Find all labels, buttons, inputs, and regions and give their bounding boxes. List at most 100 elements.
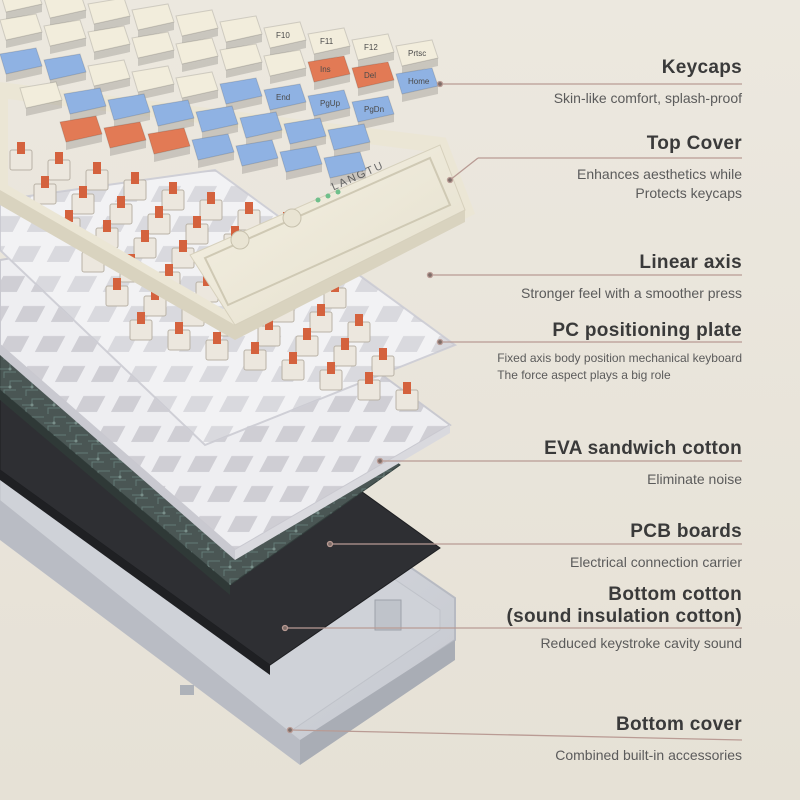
keycap: F11	[307, 27, 351, 62]
key-legend: PgDn	[364, 105, 384, 114]
switch	[129, 312, 153, 341]
switch	[47, 152, 71, 181]
callout-eva-cotton: EVA sandwich cotton Eliminate noise	[544, 438, 742, 489]
keycap	[0, 13, 43, 48]
callout-desc: Reduced keystroke cavity sound	[540, 635, 742, 651]
keycap: Del	[351, 61, 395, 96]
keycap	[43, 53, 87, 88]
keycap	[191, 133, 235, 168]
keycap: End	[263, 83, 307, 118]
callout-title: PC positioning plate	[552, 320, 742, 341]
callout-title: PCB boards	[630, 521, 742, 542]
callout-title: Bottom cotton	[608, 584, 742, 605]
keycap	[59, 115, 103, 150]
callout-desc: Skin-like comfort, splash-proof	[553, 90, 742, 106]
switch	[357, 372, 381, 401]
keycap: Ins	[307, 55, 351, 90]
keycap	[87, 59, 131, 94]
callout-desc: The force aspect plays a big role	[497, 368, 671, 382]
keycap	[239, 111, 283, 146]
keycap	[219, 15, 263, 50]
switch	[309, 304, 333, 333]
key-legend: F10	[276, 31, 290, 40]
switch	[257, 318, 281, 347]
callout-title: Top Cover	[646, 133, 742, 154]
keycap: PgUp	[307, 89, 351, 124]
callout-desc: Stronger feel with a smoother press	[521, 285, 742, 301]
keycap	[235, 139, 279, 174]
callout-desc: Eliminate noise	[647, 471, 742, 487]
callout-top-cover: Top Cover Enhances aesthetics while Prot…	[577, 133, 742, 203]
callout-keycaps: Keycaps Skin-like comfort, splash-proof	[554, 57, 742, 108]
keycap	[103, 121, 147, 156]
keycap	[87, 25, 131, 60]
leader-lines	[281, 80, 743, 741]
callout-title: EVA sandwich cotton	[544, 438, 742, 459]
callout-title: Linear axis	[639, 252, 742, 273]
callout-title: Keycaps	[661, 57, 742, 78]
switch	[205, 332, 229, 361]
switch	[109, 196, 133, 225]
keycap	[279, 145, 323, 180]
keycap: Prtsc	[395, 39, 439, 74]
switch	[85, 162, 109, 191]
callout-linear-axis: Linear axis Stronger feel with a smoothe…	[521, 252, 742, 303]
callout-desc: Protects keycaps	[635, 185, 742, 201]
keycap	[131, 31, 175, 66]
switch	[199, 192, 223, 221]
key-legend: F11	[320, 37, 334, 46]
switch	[133, 230, 157, 259]
key-legend: Del	[364, 71, 376, 80]
keycap: PgDn	[351, 95, 395, 130]
key-legend: Home	[408, 77, 430, 86]
key-legend: PgUp	[320, 99, 341, 108]
keycap	[195, 105, 239, 140]
switch	[147, 206, 171, 235]
keycap	[175, 37, 219, 72]
callout-pcb: PCB boards Electrical connection carrier	[570, 521, 742, 572]
callout-bottom-cotton: Bottom cotton (sound insulation cotton) …	[507, 584, 742, 653]
callout-title: Bottom cover	[615, 714, 742, 735]
keycap	[147, 127, 191, 162]
keycap: F10	[263, 21, 307, 56]
keycap	[44, 0, 87, 26]
switch	[295, 328, 319, 357]
keycap	[219, 43, 263, 78]
keycap	[63, 87, 107, 122]
callout-bottom-cover: Bottom cover Combined built-in accessori…	[555, 714, 742, 765]
switch	[319, 362, 343, 391]
keycap	[0, 47, 43, 82]
keycap	[87, 0, 131, 32]
keycap	[219, 77, 263, 112]
keycap: F12	[351, 33, 395, 68]
keycap	[323, 151, 367, 186]
switch	[9, 142, 33, 171]
switch	[33, 176, 57, 205]
keycap	[107, 93, 151, 128]
keycap	[1, 0, 43, 20]
keycap	[263, 49, 307, 84]
keycap	[283, 117, 327, 152]
callout-desc: Fixed axis body position mechanical keyb…	[497, 351, 742, 365]
switch	[161, 182, 185, 211]
keycap	[175, 71, 219, 106]
switch	[333, 338, 357, 367]
switch	[123, 172, 147, 201]
keycap	[175, 9, 219, 44]
switch	[71, 186, 95, 215]
callout-pc-plate: PC positioning plate Fixed axis body pos…	[497, 320, 742, 384]
keycap	[19, 81, 63, 116]
callout-desc: Enhances aesthetics while	[577, 166, 742, 182]
keycap	[43, 19, 87, 54]
switch	[371, 348, 395, 377]
keycap	[131, 3, 175, 38]
switch	[243, 342, 267, 371]
switch	[281, 352, 305, 381]
switch	[105, 278, 129, 307]
callout-desc: Electrical connection carrier	[570, 554, 742, 570]
switch	[167, 322, 191, 351]
key-legend: End	[276, 93, 290, 102]
keycap	[131, 65, 175, 100]
